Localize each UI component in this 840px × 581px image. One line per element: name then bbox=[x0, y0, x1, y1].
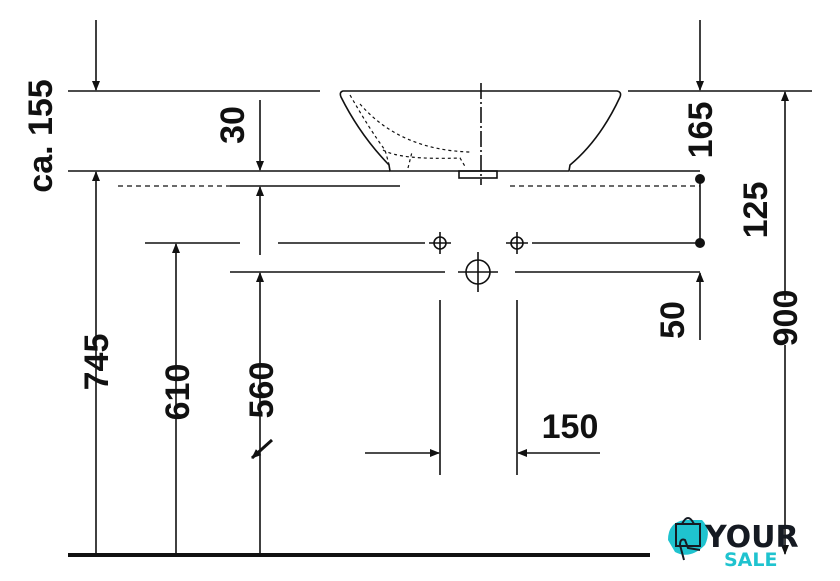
supply-left-symbol bbox=[429, 232, 451, 254]
dimension-arrows bbox=[92, 20, 789, 555]
basin-profile bbox=[339, 83, 622, 185]
logo-text-sale: SALE bbox=[724, 549, 777, 571]
yoursale-logo: YOUR SALE bbox=[668, 517, 799, 571]
dim-waste-height-label: 560 bbox=[243, 362, 281, 419]
supply-right-symbol bbox=[506, 232, 528, 254]
dim-counter-height-label: 745 bbox=[78, 334, 116, 391]
dim-drain-spacing-label: 125 bbox=[737, 182, 775, 239]
dim-overall-height-label: ca. 155 bbox=[22, 79, 60, 192]
dim-total-height-label: 900 bbox=[767, 290, 805, 347]
logo-text-your: YOUR bbox=[704, 520, 799, 555]
dim-supply-height-label: 610 bbox=[159, 364, 197, 421]
dim-supply-spacing-label: 150 bbox=[542, 408, 599, 446]
dim-basin-height-label: 165 bbox=[682, 102, 720, 159]
dim-waste-offset-label: 50 bbox=[654, 301, 692, 339]
waste-symbol bbox=[458, 252, 498, 292]
dim-basin-depth-label: 30 bbox=[214, 106, 252, 144]
